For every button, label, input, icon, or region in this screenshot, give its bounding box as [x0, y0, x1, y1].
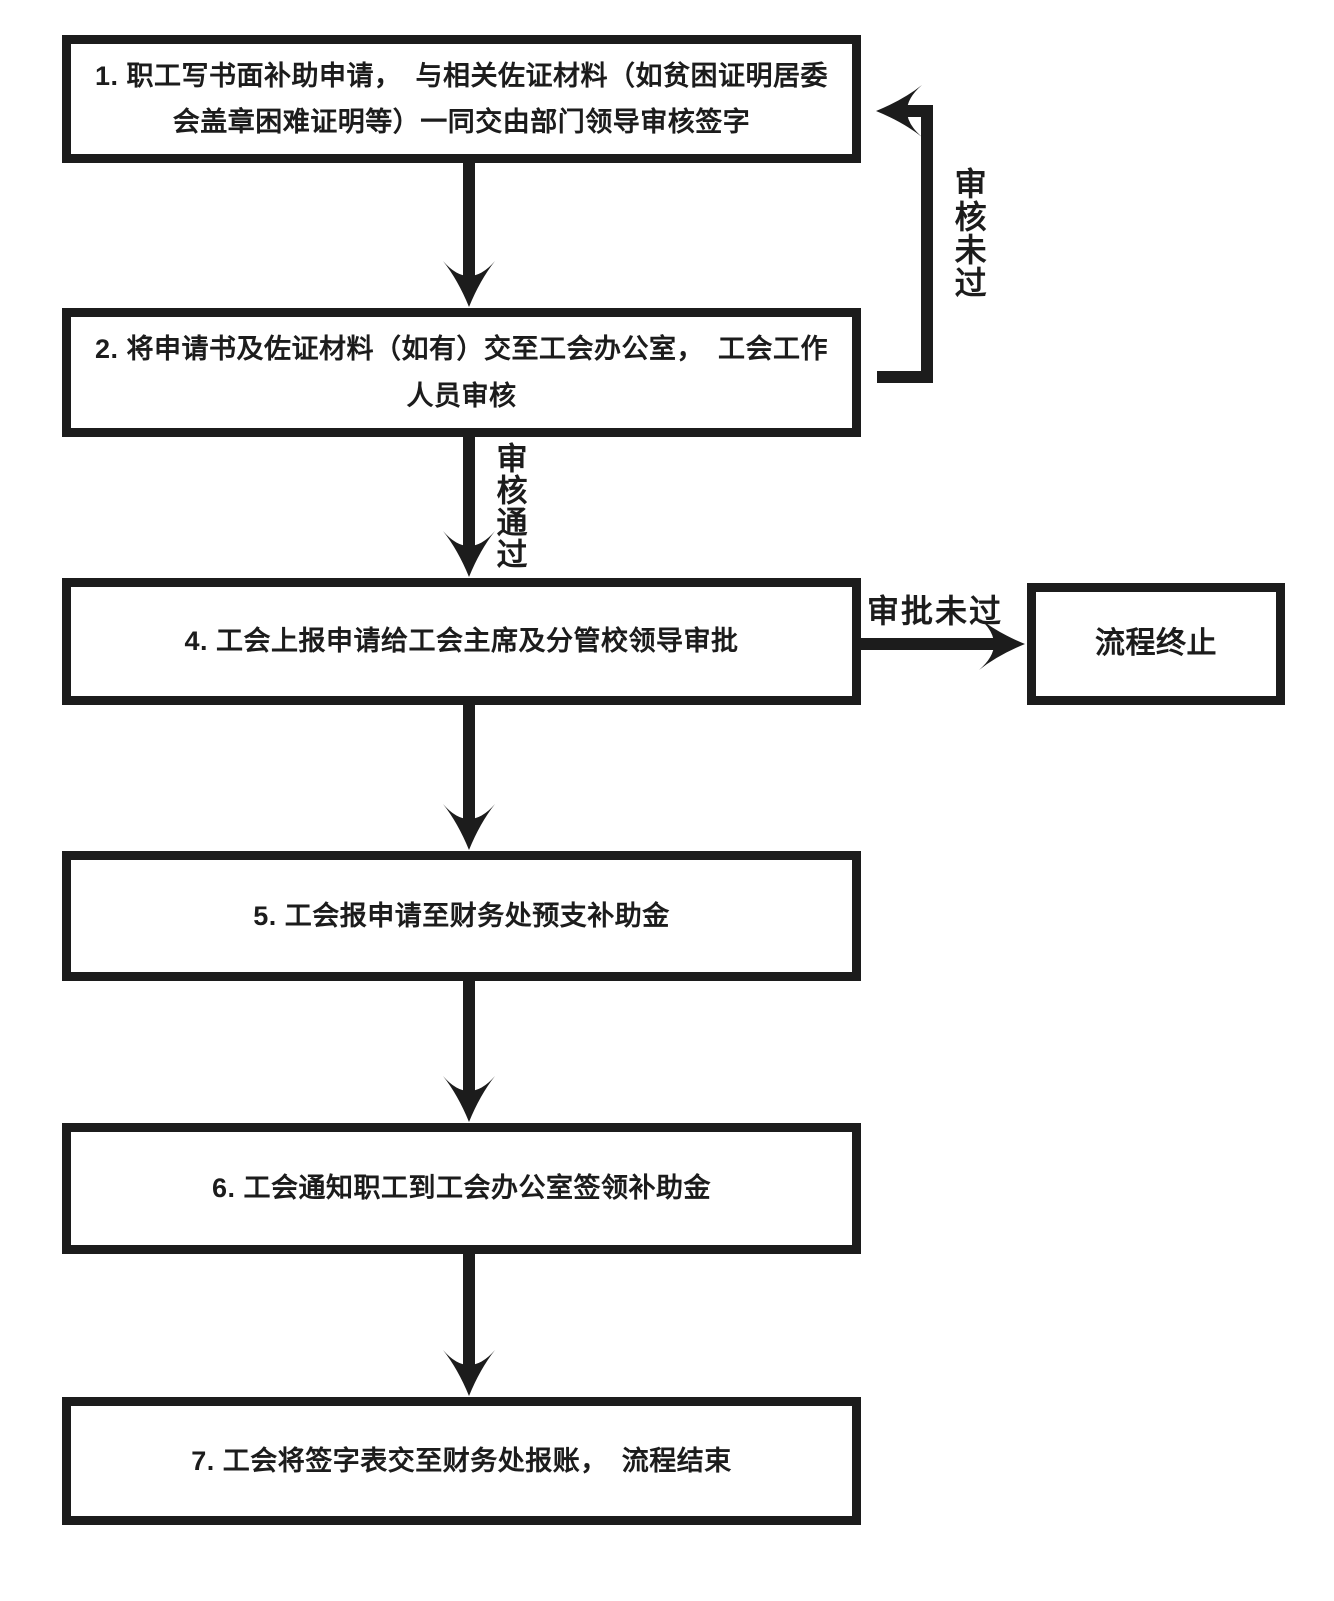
edge-label-approval-failed: 审批未过	[867, 593, 1004, 629]
flow-step-2-box: 2. 将申请书及佐证材料（如有）交至工会办公室， 工会工作人员审核	[62, 308, 861, 437]
edge-label-review-passed: 审核通过	[491, 442, 527, 570]
flow-step-6-box: 6. 工会通知职工到工会办公室签领补助金	[62, 1123, 861, 1254]
edge-label-review-failed: 审核未过	[950, 167, 987, 299]
arrowhead-step5-to-step6	[443, 1076, 495, 1122]
flow-step-6-label: 6. 工会通知职工到工会办公室签领补助金	[211, 1173, 712, 1204]
flow-step-2-label: 2. 将申请书及佐证材料（如有）交至工会办公室， 工会工作人员审核	[94, 334, 829, 411]
flow-step-1-label: 1. 职工写书面补助申请， 与相关佐证材料（如贫困证明居委会盖章困难证明等）一同…	[94, 60, 829, 137]
flow-step-5-label: 5. 工会报申请至财务处预支补助金	[253, 900, 670, 931]
flow-step-7-box: 7. 工会将签字表交至财务处报账， 流程结束	[62, 1397, 861, 1525]
arrow-step2-back-to-step1	[877, 105, 933, 383]
arrowhead-step4-to-step5	[443, 804, 495, 850]
flow-step-4-box: 4. 工会上报申请给工会主席及分管校领导审批	[62, 578, 861, 705]
arrowhead-step1-to-step2	[443, 261, 495, 307]
flow-terminal-box: 流程终止	[1027, 583, 1285, 705]
flow-terminal-label: 流程终止	[1095, 627, 1217, 661]
arrowhead-step2-back-to-step1	[876, 85, 922, 137]
arrowhead-step4-to-terminal	[979, 618, 1025, 670]
flow-step-5-box: 5. 工会报申请至财务处预支补助金	[62, 851, 861, 981]
flow-step-7-label: 7. 工会将签字表交至财务处报账， 流程结束	[191, 1445, 732, 1476]
flow-step-1-box: 1. 职工写书面补助申请， 与相关佐证材料（如贫困证明居委会盖章困难证明等）一同…	[62, 35, 861, 163]
arrowhead-step6-to-step7	[443, 1350, 495, 1396]
arrowhead-step2-to-step4	[443, 531, 495, 577]
flow-step-4-label: 4. 工会上报申请给工会主席及分管校领导审批	[184, 626, 739, 657]
